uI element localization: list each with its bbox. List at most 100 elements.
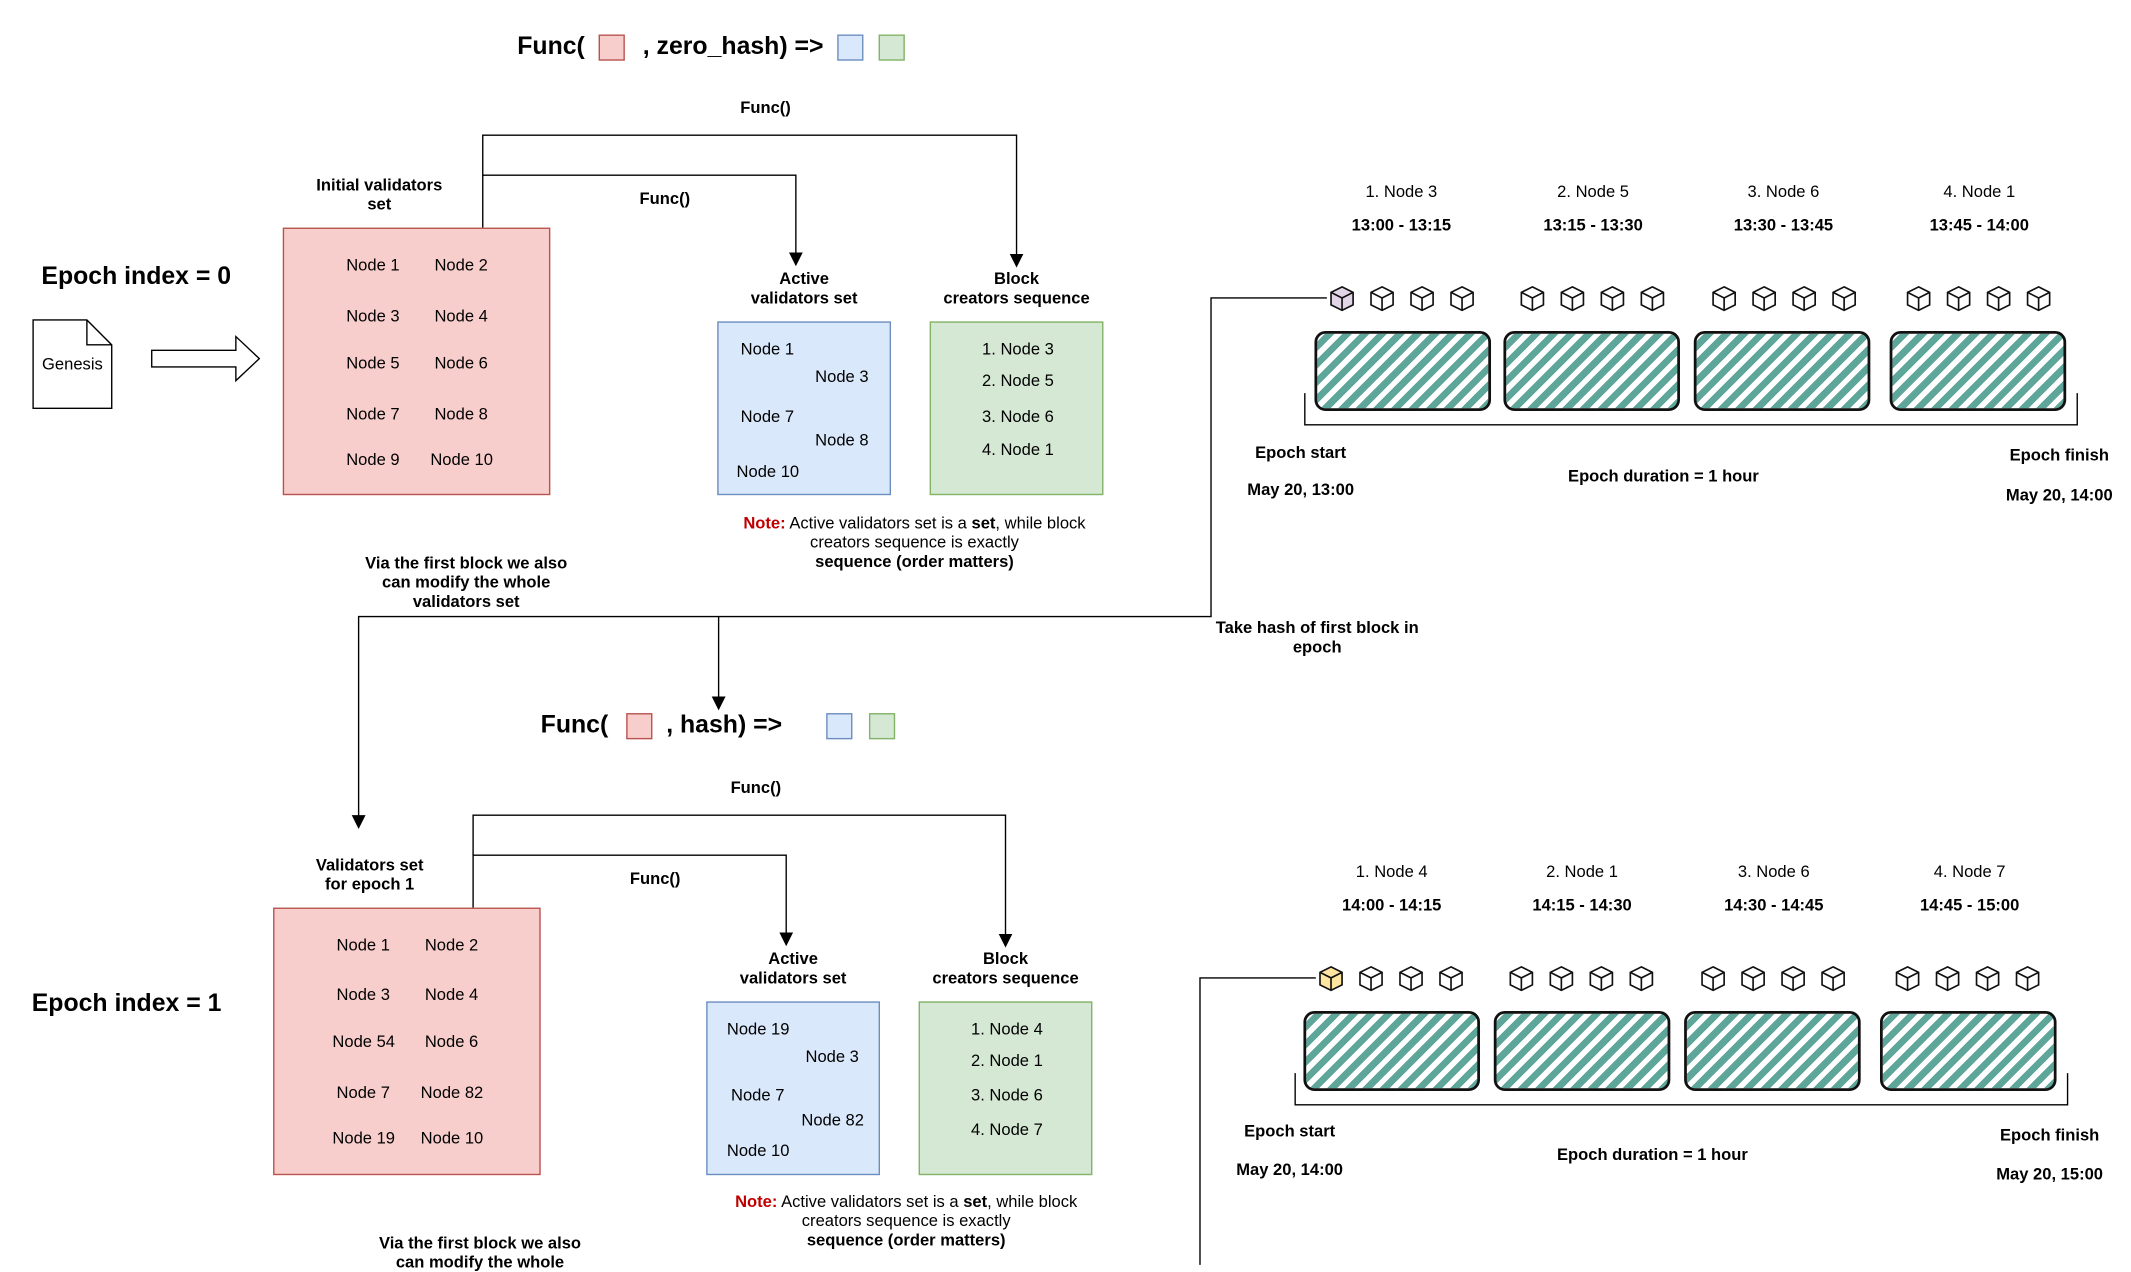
slot-time-label: 13:00 - 13:15 [1351, 215, 1452, 235]
note-epoch-0: Note: Active validators set is a set, wh… [743, 513, 1086, 572]
validators-set-box-1: Node 1 Node 2 Node 3 Node 4 Node 54 Node… [273, 907, 541, 1176]
edge-validators-to-creators-1 [472, 814, 1013, 948]
validator-node: Node 2 [424, 935, 479, 955]
block-icon [1710, 284, 1738, 312]
swatch-creators-sequence [878, 34, 905, 61]
func-header-middle-1: , hash) => [666, 710, 783, 738]
block-icon [2025, 284, 2053, 312]
epoch-start-label: Epoch start [1255, 442, 1347, 463]
creator-item: 4. Node 7 [971, 1119, 1043, 1140]
creator-item: 2. Node 1 [971, 1051, 1043, 1071]
validator-node: Node 82 [420, 1082, 484, 1103]
epoch-index-1-label: Epoch index = 1 [31, 988, 222, 1017]
modify-validators-text-0: Via the first block we also can modify t… [365, 553, 568, 612]
first-block-icon [1328, 284, 1356, 312]
time-slot-1 [1314, 331, 1492, 412]
block-icon [1639, 284, 1667, 312]
epoch-start-date: May 20, 13:00 [1247, 479, 1355, 500]
active-validators-box-0: Node 1 Node 3 Node 7 Node 8 Node 10 [717, 321, 892, 496]
swatch-active-set [837, 34, 864, 61]
epoch-start-date: May 20, 14:00 [1236, 1159, 1344, 1180]
validator-node: Node 5 [346, 353, 400, 373]
active-title-1: Active validators set [739, 948, 847, 988]
swatch-active-set [826, 713, 853, 740]
block-icon [1588, 964, 1616, 992]
validators-set-box-0: Node 1 Node 2 Node 3 Node 4 Node 5 Node … [282, 227, 551, 496]
block-icon [1599, 284, 1627, 312]
creator-item: 3. Node 6 [982, 406, 1054, 427]
validator-node: Node 8 [434, 404, 488, 424]
active-node: Node 8 [815, 430, 869, 450]
block-icon [1985, 284, 2013, 312]
creator-item: 1. Node 3 [982, 339, 1054, 359]
func-inner-label-1: Func() [629, 868, 681, 889]
modify-validators-text-1: Via the first block we also can modify t… [378, 1233, 582, 1272]
slot-node-label: 1. Node 3 [1365, 182, 1438, 202]
validator-node: Node 6 [424, 1031, 479, 1052]
slot-node-label: 3. Node 6 [1737, 862, 1810, 882]
func-header-middle-0: , zero_hash) => [642, 31, 824, 60]
slot-node-label: 4. Node 1 [1943, 182, 2016, 202]
slot-time-label: 14:00 - 14:15 [1342, 895, 1442, 915]
note-epoch-1: Note: Active validators set is a set, wh… [735, 1191, 1078, 1250]
validator-node: Node 3 [346, 306, 400, 326]
time-slot-3 [1684, 1011, 1861, 1092]
creators-sequence-box-0: 1. Node 3 2. Node 5 3. Node 6 4. Node 1 [929, 321, 1104, 496]
block-icon [1519, 284, 1547, 312]
time-slot-4 [1889, 331, 2067, 412]
slot-node-label: 3. Node 6 [1747, 182, 1820, 202]
swatch-validators-set [598, 34, 625, 61]
time-slot-1 [1303, 1011, 1480, 1092]
validator-node: Node 9 [346, 449, 400, 469]
validator-node: Node 10 [420, 1128, 484, 1148]
epoch-finish-date: May 20, 14:00 [2005, 485, 2113, 505]
slot-time-label: 14:45 - 15:00 [1919, 895, 2020, 915]
epoch-finish-label: Epoch finish [2009, 445, 2109, 465]
block-icon [1905, 284, 1933, 312]
creators-title-1: Block creators sequence [932, 948, 1079, 988]
slot-node-label: 4. Node 7 [1933, 862, 2006, 882]
creator-item: 3. Node 6 [971, 1085, 1043, 1105]
epoch-finish-label: Epoch finish [1999, 1125, 2100, 1145]
func-inner-label-0: Func() [639, 188, 691, 209]
slot-time-label: 14:15 - 14:30 [1532, 895, 1632, 915]
slot-node-label: 2. Node 5 [1557, 182, 1629, 202]
block-icon [1448, 284, 1476, 312]
genesis-label: Genesis [42, 354, 103, 374]
block-icon [1699, 964, 1727, 992]
active-node: Node 7 [731, 1085, 785, 1105]
block-icon [1779, 964, 1807, 992]
block-icon [1357, 964, 1385, 992]
func-outer-label-0: Func() [740, 97, 791, 118]
slot-node-label: 2. Node 1 [1546, 862, 1618, 882]
creator-item: 2. Node 5 [982, 371, 1054, 391]
slot-time-label: 13:15 - 13:30 [1543, 215, 1643, 235]
hash-first-block-text: Take hash of first block in epoch [1215, 617, 1419, 657]
func-header-epoch-1: Func( [540, 710, 609, 738]
first-block-icon [1317, 964, 1345, 992]
epoch-start-label: Epoch start [1244, 1121, 1336, 1141]
block-icon [1508, 964, 1536, 992]
validator-node: Node 4 [434, 306, 488, 326]
slot-node-label: 1. Node 4 [1355, 862, 1428, 882]
block-icon [1750, 284, 1778, 312]
creator-item: 1. Node 4 [971, 1019, 1043, 1039]
validator-node: Node 6 [434, 353, 488, 373]
validator-node: Node 10 [430, 449, 493, 469]
validator-node: Node 54 [332, 1031, 395, 1052]
edge-validators-to-creators-0 [482, 134, 1024, 268]
genesis-arrow [151, 334, 261, 383]
validator-node: Node 3 [336, 984, 390, 1005]
active-node: Node 19 [726, 1019, 790, 1039]
epoch-duration-label: Epoch duration = 1 hour [1556, 1144, 1748, 1165]
block-icon [1819, 964, 1847, 992]
block-icon [1548, 964, 1576, 992]
slot-time-label: 14:30 - 14:45 [1724, 895, 1824, 915]
block-icon [1974, 964, 2002, 992]
validator-node: Node 1 [346, 255, 400, 275]
block-icon [1894, 964, 1922, 992]
active-node: Node 3 [805, 1046, 859, 1067]
active-node: Node 3 [815, 366, 869, 387]
func-header-epoch-0: Func( [517, 31, 585, 60]
